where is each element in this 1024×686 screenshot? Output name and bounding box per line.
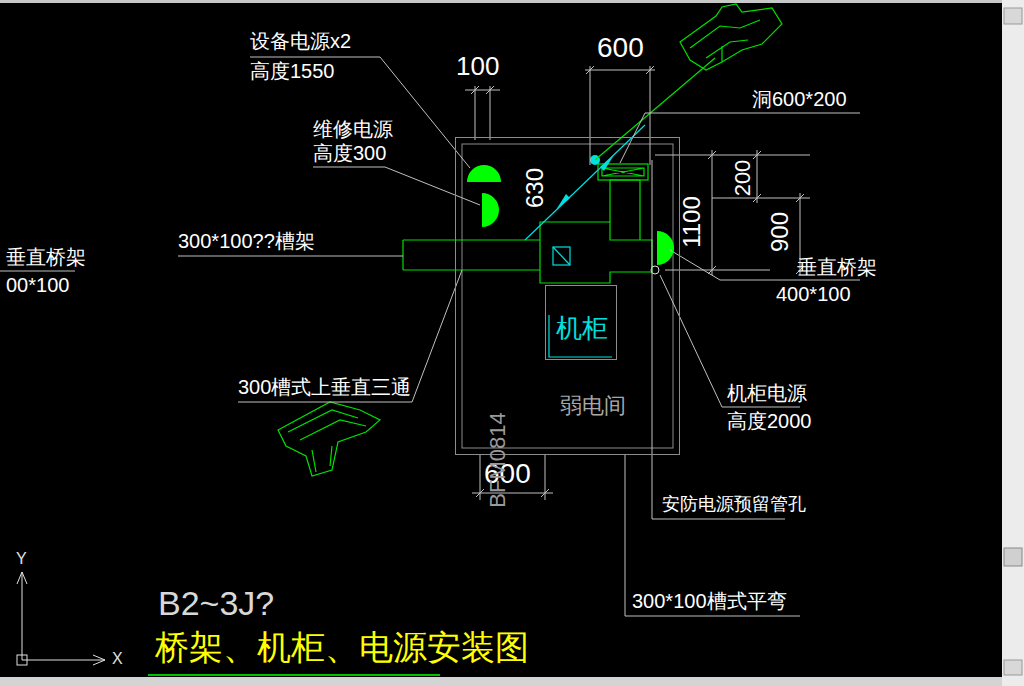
socket-symbol bbox=[467, 165, 501, 182]
dimension-line bbox=[465, 86, 500, 140]
cabinet-mark bbox=[549, 315, 612, 357]
socket-symbol bbox=[657, 231, 674, 265]
tray-riser bbox=[610, 180, 640, 240]
title-underline bbox=[148, 674, 440, 676]
n-symbol bbox=[553, 247, 570, 265]
leader-line bbox=[250, 57, 470, 168]
tee-edges bbox=[690, 20, 760, 62]
leader-line bbox=[238, 270, 462, 402]
drawing-number: B2~3J? bbox=[158, 584, 274, 623]
tray-band bbox=[403, 240, 540, 270]
tray-junction bbox=[540, 222, 652, 283]
x-axis bbox=[22, 655, 105, 665]
room-name: 弱电间 bbox=[560, 393, 626, 418]
dimension-text: 200 bbox=[730, 160, 755, 197]
dimension-text: 100 bbox=[456, 52, 499, 82]
tee-outline bbox=[278, 402, 380, 476]
socket-symbol bbox=[482, 193, 499, 227]
tee-edges bbox=[288, 410, 366, 472]
dimensions bbox=[465, 66, 810, 500]
tab-bar bbox=[0, 677, 1002, 686]
dimension-text: 600 bbox=[597, 32, 644, 64]
door-code: BFM0814 bbox=[485, 412, 510, 507]
leader-line bbox=[595, 58, 715, 160]
dimension-text: 1100 bbox=[678, 196, 706, 248]
axis-label: X bbox=[112, 650, 123, 668]
cable-tray bbox=[403, 164, 652, 283]
window-frame bbox=[0, 0, 1024, 3]
callout-text: 设备电源x2 bbox=[250, 30, 351, 53]
axis-label: Y bbox=[16, 550, 27, 568]
leader-lines bbox=[0, 57, 860, 616]
callout-text: 高度300 bbox=[313, 142, 386, 165]
callout-text: 300*100??槽架 bbox=[178, 230, 315, 253]
tee-outline bbox=[680, 4, 782, 70]
room-outline: BFM0814弱电间机柜 bbox=[455, 137, 680, 455]
hole-hatch bbox=[602, 168, 644, 176]
dimension-arrow bbox=[600, 155, 614, 171]
cabinet-name: 机柜 bbox=[556, 314, 608, 344]
callout-text: 300槽式上垂直三通 bbox=[238, 376, 411, 399]
tee-fitting-3d bbox=[278, 402, 380, 476]
drawing-title: 桥架、机柜、电源安装图 bbox=[155, 628, 529, 667]
leader-line bbox=[625, 455, 800, 616]
dimension-line bbox=[472, 455, 553, 500]
callout-text: 垂直桥架 bbox=[6, 246, 86, 269]
leader-line bbox=[0, 271, 75, 272]
scrollbar bbox=[1002, 0, 1024, 686]
cabinet-box: 机柜 bbox=[545, 285, 617, 360]
callout-text: 洞600*200 bbox=[752, 88, 847, 111]
dimension-text: 630 bbox=[521, 168, 549, 208]
callout-text: 安防电源预留管孔 bbox=[662, 494, 806, 515]
dimension-arrow bbox=[556, 194, 570, 210]
scroll-button bbox=[1004, 8, 1022, 24]
scroll-button bbox=[1004, 660, 1022, 675]
leader-line bbox=[652, 160, 785, 519]
scroll-thumb bbox=[1004, 548, 1022, 566]
callout-text: 维修电源 bbox=[313, 118, 393, 141]
ucs-icon bbox=[17, 572, 105, 665]
callout-text: 垂直桥架 bbox=[797, 256, 877, 279]
callout-text: 300*100槽式平弯 bbox=[632, 590, 787, 613]
dimension-line bbox=[585, 66, 655, 165]
callout-text: 高度1550 bbox=[250, 60, 335, 83]
room-inner-wall bbox=[462, 144, 673, 448]
callout-text: 机柜电源 bbox=[727, 382, 807, 405]
callout-text: 高度2000 bbox=[727, 410, 812, 433]
tray-symbol bbox=[553, 247, 570, 265]
y-axis bbox=[17, 572, 27, 660]
dimension-text: 900 bbox=[766, 212, 794, 252]
callout-text: 00*100 bbox=[6, 274, 69, 297]
leader-line bbox=[178, 256, 403, 257]
origin-box bbox=[17, 655, 27, 665]
callout-text: 400*100 bbox=[776, 283, 851, 306]
dimension-line bbox=[708, 150, 804, 275]
extension-line bbox=[655, 155, 810, 270]
tee-fitting-3d bbox=[680, 4, 782, 70]
n-symbol bbox=[553, 247, 570, 265]
